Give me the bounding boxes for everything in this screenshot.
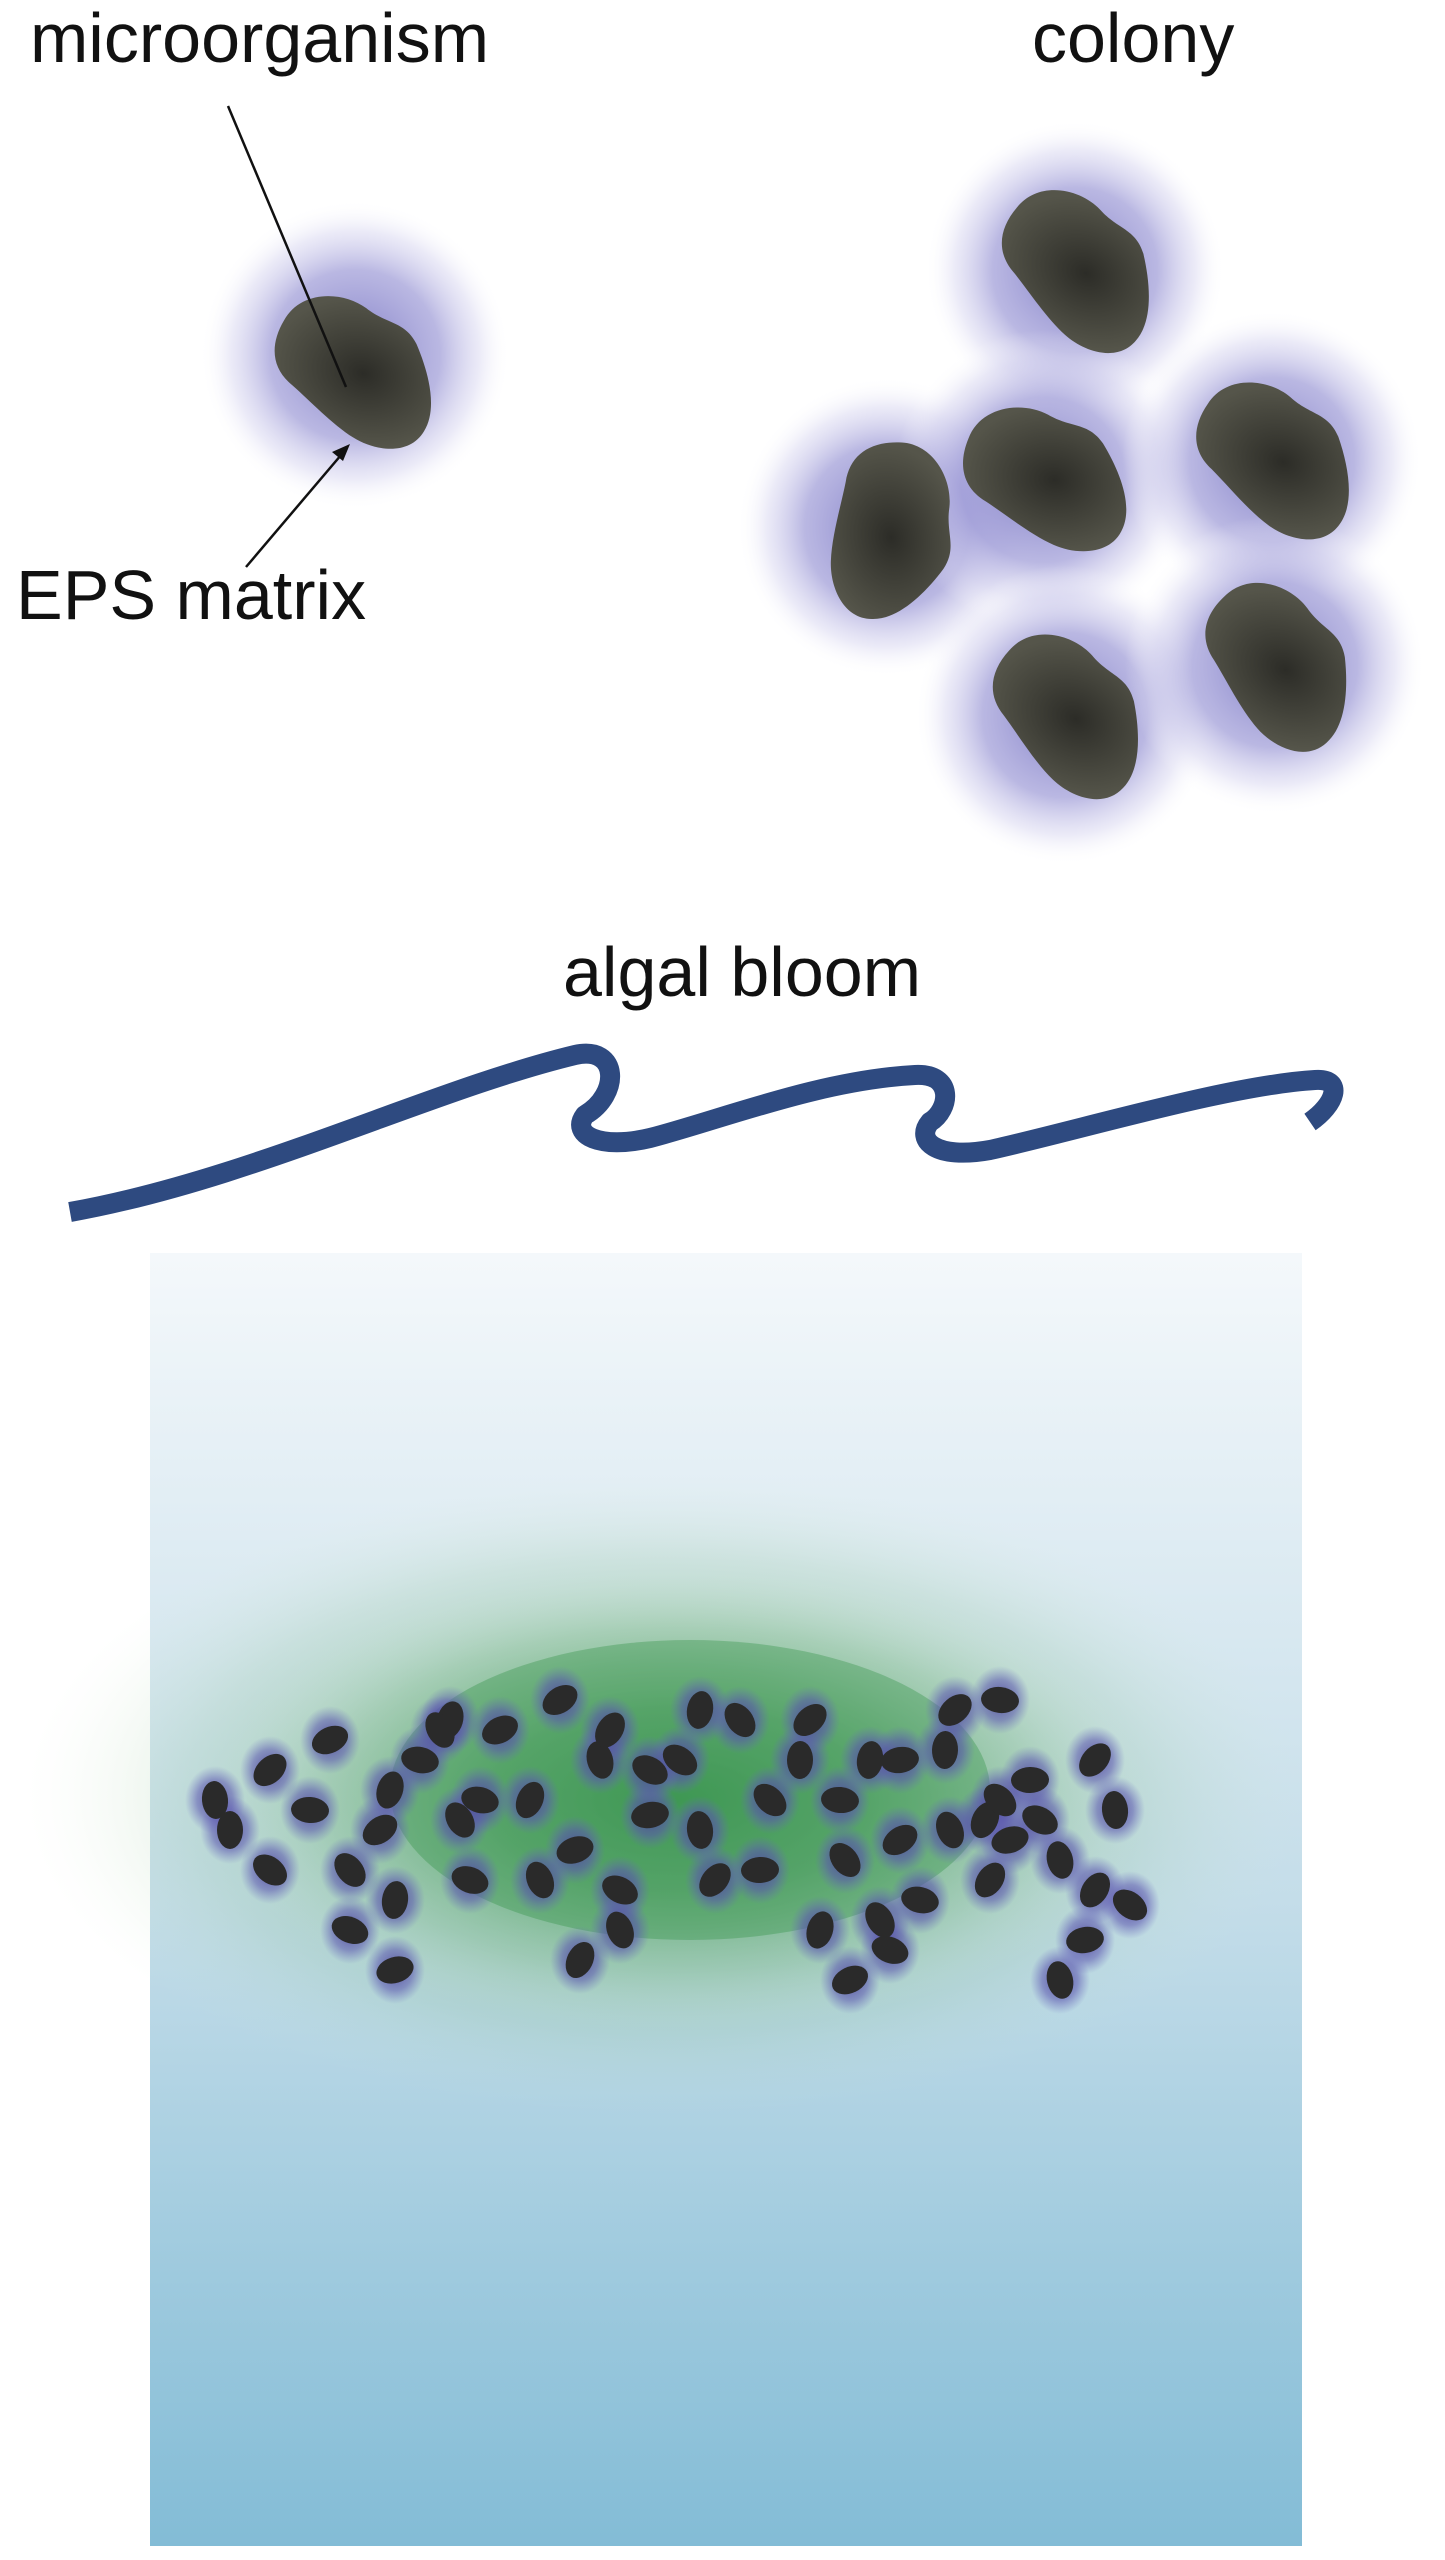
bloom-cell (699, 1863, 731, 1897)
bloom-cell (482, 1715, 518, 1745)
bloom-cell (882, 1824, 918, 1856)
bloom-cell (936, 1811, 964, 1849)
bloom-cell (686, 1811, 714, 1849)
bloom-cell (525, 1861, 555, 1899)
bloom-cell (542, 1684, 578, 1716)
bloom-cell (565, 1941, 595, 1979)
bloom-cell (606, 1911, 634, 1949)
bloom-cell (311, 1725, 349, 1755)
bloom-cell (586, 1741, 614, 1779)
bloom-cell (515, 1781, 545, 1819)
bloom-cell (831, 1965, 869, 1995)
bloom-cell (931, 1731, 959, 1769)
bloom-cell (821, 1786, 859, 1814)
bloom-cell (786, 1741, 814, 1779)
bloom-cell (1011, 1766, 1049, 1794)
single-microorganism (200, 200, 510, 510)
bloom-cell (253, 1753, 287, 1787)
bloom-cell (1079, 1743, 1111, 1777)
bloom-cell (806, 1911, 834, 1949)
bloom-cell (829, 1843, 861, 1877)
bloom-cell (217, 1811, 243, 1849)
bloom-cell (1079, 1872, 1111, 1908)
bloom-cell (991, 1826, 1029, 1854)
bloom-cell (793, 1704, 827, 1736)
bloom-cell (376, 1956, 414, 1984)
colony-cluster (737, 120, 1425, 865)
bloom-cell (983, 1783, 1017, 1817)
bloom-cell (881, 1746, 919, 1774)
colony-label: colony (1032, 0, 1235, 77)
bloom-cell (724, 1702, 756, 1738)
bloom-cell (938, 1694, 972, 1726)
bloom-cell (753, 1783, 787, 1817)
bloom-cell (425, 1712, 455, 1748)
bloom-cell (901, 1886, 939, 1914)
bloom-cell (1112, 1889, 1148, 1921)
bloom-cell (686, 1691, 714, 1729)
microorganism-pointer (226, 105, 348, 388)
bloom-cell (331, 1916, 369, 1944)
eps-matrix-pointer (245, 447, 348, 568)
bloom-cell (1066, 1926, 1104, 1954)
bloom-cell (871, 1936, 909, 1964)
bloom-cell (595, 1712, 625, 1748)
bloom-cell (632, 1755, 668, 1785)
eps-matrix-label: EPS matrix (16, 556, 367, 634)
bloom-cell (253, 1854, 287, 1886)
bloom-cell (602, 1875, 638, 1905)
bloom-cell (662, 1744, 698, 1776)
water-surface-wave (68, 1043, 1344, 1222)
bloom-cell (1101, 1791, 1129, 1829)
bloom-cell (556, 1836, 594, 1864)
bloom-cell (741, 1856, 779, 1884)
bloom-cells (185, 1666, 1160, 2014)
bloom-cell (445, 1802, 475, 1838)
eps-matrix-arrowhead (332, 444, 350, 461)
bloom-cell (1046, 1841, 1074, 1879)
bloom-cell (981, 1686, 1019, 1714)
bloom-cell (381, 1881, 409, 1919)
bloom-cell (291, 1796, 329, 1824)
bloom-cell (970, 1801, 1000, 1839)
bloom-cell (362, 1814, 398, 1846)
bloom-cell (201, 1781, 229, 1819)
bloom-cell (631, 1801, 669, 1829)
bloom-cell (376, 1771, 404, 1809)
bloom-cell (401, 1746, 439, 1774)
bloom-cell (461, 1786, 499, 1814)
microorganism-label: microorganism (30, 0, 489, 77)
bloom-cell (451, 1866, 489, 1894)
bloom-cell (865, 1902, 895, 1938)
bloom-cell (1022, 1805, 1058, 1835)
bloom-cell (1046, 1961, 1074, 1999)
bloom-cell (856, 1741, 884, 1779)
algal-bloom-label: algal bloom (563, 933, 921, 1011)
bloom-cell (974, 1862, 1006, 1898)
bloom-cell (334, 1853, 366, 1887)
